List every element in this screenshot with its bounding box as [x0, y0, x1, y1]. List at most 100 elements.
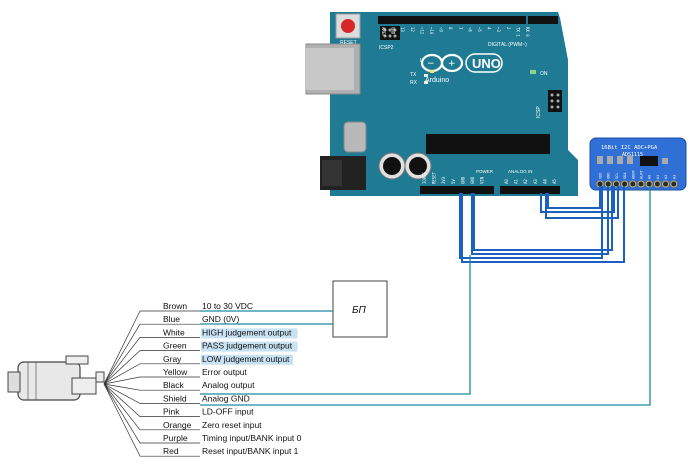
icsp2-label: ICSP2	[379, 45, 394, 51]
digital-pin-label: RX 0	[525, 27, 530, 37]
reset-button[interactable]	[335, 13, 361, 39]
cable-wire	[103, 350, 200, 385]
crystal	[343, 121, 367, 153]
cable-fan	[103, 310, 200, 457]
power-pin-label: 5V	[451, 179, 456, 184]
power-label: POWER	[476, 169, 494, 174]
signal-label: Reset input/BANK input 1	[202, 446, 299, 456]
power-pin-label: IOREF	[422, 171, 427, 184]
i2c-wiring	[459, 186, 625, 263]
icsp-label: ICSP	[536, 106, 542, 118]
adc-pin-hole	[653, 180, 661, 188]
adc-pin-label: SCL	[615, 173, 619, 180]
signal-label: 10 to 30 VDC	[202, 301, 253, 311]
svg-text:−: −	[427, 59, 435, 69]
power-header	[420, 186, 494, 194]
cable-wire	[103, 383, 200, 391]
digital-pin-label: ~11	[419, 27, 424, 35]
adc-pin-hole	[670, 180, 678, 188]
digital-pin-label: 12	[410, 27, 415, 32]
cable-wire	[103, 383, 200, 404]
adc-pin-label: A3	[672, 175, 676, 179]
signal-highlight	[201, 354, 293, 365]
digital-pin-label: ~5	[477, 27, 482, 32]
power-pin-label: GND	[470, 176, 475, 184]
power-supply-label: БП	[352, 305, 367, 316]
rx-label: RX	[410, 80, 418, 86]
analog-pin-label: A4	[542, 179, 547, 184]
cable-wire	[103, 383, 200, 457]
signal-label: Timing input/BANK input 0	[202, 433, 302, 443]
signal-highlight	[201, 341, 298, 352]
digital-header	[378, 16, 526, 24]
cable-wire	[103, 383, 200, 444]
signal-label: LOW judgement output	[202, 354, 290, 364]
analog-pin-label: A5	[552, 179, 557, 184]
wire-color-label: Shield	[163, 393, 187, 403]
analog-pin-label: A0	[504, 179, 509, 184]
adc-pin-label: A0	[648, 175, 652, 179]
adc-subtitle: ADS1115	[622, 152, 643, 158]
signal-highlight	[201, 328, 298, 339]
wire-color-label: White	[163, 327, 185, 337]
cable-wire	[103, 363, 200, 385]
wire-color-label: Red	[163, 446, 179, 456]
wire-color-label: Yellow	[163, 367, 188, 377]
signal-label: GND (0V)	[202, 314, 239, 324]
adc-pin-label: ALRT	[640, 170, 644, 179]
signal-label: Analog output	[202, 380, 255, 390]
cable-wire	[103, 383, 200, 417]
adc-pin-hole	[612, 180, 620, 188]
power-pin-label: 3V3	[441, 176, 446, 184]
analog-in-label: ANALOG IN	[508, 169, 533, 174]
adc-pin-label: A1	[656, 175, 660, 179]
signal-label: Analog GND	[202, 393, 250, 403]
wire-color-label: Gray	[163, 354, 182, 364]
wire-color-label: Orange	[163, 420, 192, 430]
wire-color-label: Blue	[163, 314, 180, 324]
adc-pin-hole	[629, 180, 637, 188]
adc-pin-label: SDA	[623, 172, 627, 179]
wire-color-label: Green	[163, 341, 187, 351]
digital-pin-label: ~10	[429, 27, 434, 35]
adc-pin-label: GND	[607, 173, 611, 180]
brand-label: Arduino	[425, 77, 449, 84]
wire-color-label: Purple	[163, 433, 188, 443]
power-pin-label: VIN	[480, 176, 485, 184]
digital-pin-label: AREF	[381, 27, 386, 37]
digital-pin-label: ~6	[467, 27, 472, 32]
adc-pin-label: A2	[664, 175, 668, 179]
adc-pin-hole	[637, 180, 645, 188]
microcontroller-chip	[426, 134, 550, 154]
digital-pin-label: 13	[400, 27, 405, 32]
uno-logo: UNO	[472, 56, 501, 71]
wire-color-label: Black	[163, 380, 185, 390]
digital-label: DIGITAL (PWM~)	[488, 42, 527, 48]
digital-pin-label: ~3	[496, 27, 501, 32]
cable-wire	[103, 323, 200, 385]
l-label: L	[420, 58, 423, 64]
adc-pin-hole	[645, 180, 653, 188]
cable-wire	[103, 337, 200, 385]
digital-pin-label: GND	[391, 27, 396, 35]
icsp-header	[548, 90, 562, 112]
svg-text:+: +	[448, 59, 456, 69]
power-pin-label: GND	[460, 176, 465, 184]
digital-pin-label: 7	[458, 27, 463, 30]
digital-pin-label: 8	[448, 27, 453, 30]
analog-pin-label: A1	[514, 179, 519, 184]
adc-components	[597, 156, 668, 166]
cable-wire	[103, 310, 200, 385]
on-label: ON	[540, 71, 548, 77]
adc-pin-hole	[662, 180, 670, 188]
analog-pin-label: A2	[523, 179, 528, 184]
cable-wire	[103, 376, 200, 385]
wire-color-label: Brown	[163, 301, 187, 311]
signal-label: Error output	[202, 367, 248, 377]
wire-color-label: Pink	[163, 407, 180, 417]
